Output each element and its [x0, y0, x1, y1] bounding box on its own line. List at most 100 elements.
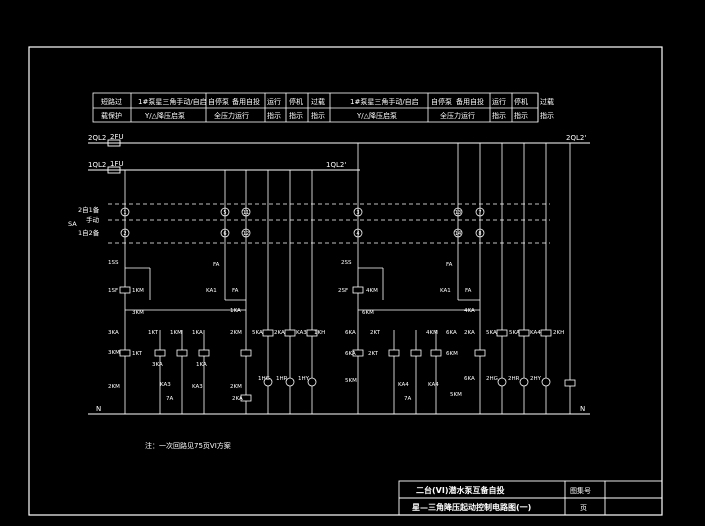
label-2ka-c: 2KA: [464, 330, 475, 336]
header-indicate-6: 指示: [540, 111, 554, 120]
label-2sf: 2SF: [338, 288, 348, 294]
header-overload: 过载: [311, 97, 325, 106]
header-indicate-4: 指示: [492, 111, 506, 120]
selector-contact-circles: [120, 207, 485, 238]
label-1hr: 1HR: [276, 376, 288, 382]
label-1ka-a: 1KA: [192, 330, 203, 336]
label-fa-a: FA: [213, 262, 220, 268]
label-5ka-a: 5KA: [252, 330, 263, 336]
selector-sa: SA: [68, 220, 77, 228]
label-2km-a: 2KM: [230, 330, 242, 336]
label-4ka: 4KA: [464, 308, 475, 314]
label-1kt-a: 1KT: [148, 330, 159, 336]
drawing-no-label: 图集号: [570, 486, 591, 495]
header-short-circuit-1: 短路过: [101, 97, 122, 106]
header-run: 运行: [267, 97, 281, 106]
label-fa-c: FA: [446, 262, 453, 268]
header-overload-2: 过载: [540, 97, 554, 106]
label-2km-c: 2KM: [230, 384, 242, 390]
label-1hy: 1HY: [298, 376, 310, 382]
label-6ka-c: 6KA: [345, 351, 356, 357]
header-indicate-1: 指示: [267, 111, 281, 120]
header-stop-2: 停机: [514, 97, 528, 106]
selector-rails: [108, 203, 550, 244]
bus1-fuse-label: 2FU: [110, 133, 124, 141]
bus-lines: [88, 139, 590, 415]
title-block: [398, 480, 663, 516]
header-indicate-3: 指示: [311, 111, 325, 120]
neutral-right-label: N: [580, 405, 585, 413]
title-line2: 星—三角降压起动控制电路图(一): [412, 502, 531, 512]
branch-wires: [124, 143, 571, 414]
header-backup-2: 备用自投: [456, 97, 484, 106]
label-6km-a: 6KM: [362, 310, 374, 316]
label-ka3-a: KA3: [160, 382, 171, 388]
label-2kt-a: 2KT: [370, 330, 381, 336]
selector-pos3: 1自2备: [78, 228, 100, 237]
label-1sf: 1SF: [108, 288, 118, 294]
label-5ka-b: 5KA: [486, 330, 497, 336]
label-1ka-c: 1KA: [230, 308, 241, 314]
header-table: [92, 92, 539, 123]
label-3ka-a: 3KA: [108, 330, 119, 336]
footnote: 注：一次回路见75页VI方案: [145, 441, 231, 450]
label-ka4-b: KA4: [428, 382, 439, 388]
label-6ka-b: 6KA: [446, 330, 457, 336]
label-5km-b: 5KM: [450, 392, 462, 398]
label-3km-a: 3KM: [132, 310, 144, 316]
label-1ka-b: 1KA: [196, 362, 207, 368]
label-2ka-a: 2KA: [232, 396, 243, 402]
label-5km-a: 5KM: [345, 378, 357, 384]
header-full-run-1: 全压力运行: [214, 111, 249, 120]
label-fa-d: FA: [465, 288, 472, 294]
label-3ka-b: 3KA: [152, 362, 163, 368]
bus2-fuse-label: 1FU: [110, 160, 124, 168]
header-yd-start-2: Y/△降压启泵: [356, 111, 397, 120]
label-1kh: 1KH: [314, 330, 325, 336]
header-pump1-start: 1#泵星三角手动/自启: [138, 97, 207, 106]
label-ka3-b: KA3: [192, 384, 203, 390]
label-2hg: 2HG: [486, 376, 498, 382]
header-labels: 短路过 1#泵星三角手动/自启 自停泵 备用自投 运行 停机 过载 1#泵星三角…: [101, 97, 554, 120]
fuse-2fu: [107, 139, 121, 147]
indicator-lamps: [263, 377, 551, 387]
header-full-run-2: 全压力运行: [440, 111, 475, 120]
header-pump2-start: 1#泵星三角手动/自启: [350, 97, 419, 106]
label-2hy: 2HY: [530, 376, 542, 382]
bus-labels: 2QL2 2FU 2QL2' 1QL2 1FU 1QL2' N N: [88, 133, 586, 413]
drawing-frame: [28, 46, 663, 516]
selector-pos1: 2自1备: [78, 205, 100, 214]
bus2-left-label: 1QL2: [88, 161, 106, 169]
title-text: 二台(VI)潜水泵互备自投 星—三角降压起动控制电路图(一): [412, 485, 531, 512]
neutral-left-label: N: [96, 405, 101, 413]
component-labels: 1SS 1SF 1KM 3KM 3KA 1KT 1KM 1KA 2KM 5KA …: [108, 260, 564, 402]
label-ka1-b: KA1: [440, 288, 451, 294]
label-2ss: 2SS: [341, 260, 352, 266]
page-label: 页: [580, 504, 587, 512]
header-self-stop: 自停泵: [208, 97, 229, 106]
label-4km-a: 4KM: [366, 288, 378, 294]
header-yd-start-1: Y/△降压启泵: [144, 111, 185, 120]
label-1km-a: 1KM: [132, 288, 144, 294]
header-stop: 停机: [289, 97, 303, 106]
label-6ka-d: 6KA: [464, 376, 475, 382]
label-1km-b: 1KM: [170, 330, 182, 336]
label-2kh: 2KH: [553, 330, 564, 336]
bus1-right-label: 2QL2': [566, 134, 586, 142]
label-ka4-a: KA4: [398, 382, 409, 388]
bus2-mid-label: 1QL2': [326, 161, 346, 169]
label-ka4-c: KA4: [530, 330, 541, 336]
label-7a-b: 7A: [404, 396, 411, 402]
label-1hg: 1HG: [258, 376, 270, 382]
selector-contact-numbers: 1 2 5 6 11 12 3 4 13 14 7 8: [123, 210, 481, 237]
label-2km-b: 2KM: [108, 384, 120, 390]
header-indicate-2: 指示: [289, 111, 303, 120]
selector-pos2: 手动: [86, 215, 100, 224]
label-3km-b: 3KM: [108, 350, 120, 356]
header-run-2: 运行: [492, 97, 506, 106]
header-self-stop-2: 自停泵: [431, 97, 452, 106]
label-6km-b: 6KM: [446, 351, 458, 357]
label-ka1-a: KA1: [206, 288, 217, 294]
title-line1: 二台(VI)潜水泵互备自投: [416, 485, 504, 495]
